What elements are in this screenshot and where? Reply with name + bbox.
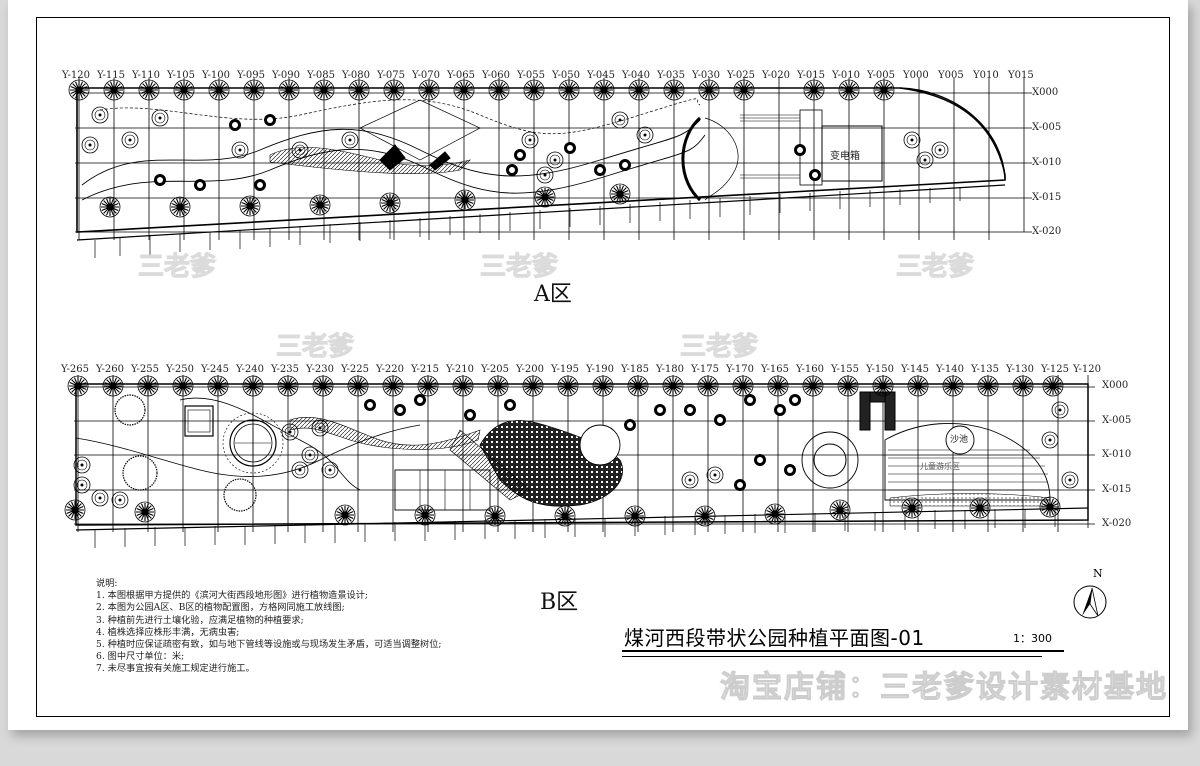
axis-label: Y-120 [1073,364,1101,375]
axis-label: Y-065 [447,70,475,81]
watermark: 三老爹 [479,252,559,283]
playground-label: 儿童游乐区 [920,462,960,471]
drawing-sheet [8,0,1188,730]
north-label: N [1093,567,1103,580]
axis-label: Y-195 [551,364,579,375]
shop-watermark: 淘宝店铺：三老爹设计素材基地 [720,670,1168,706]
axis-label: X000 [1102,380,1129,391]
axis-label: Y-055 [517,70,545,81]
axis-label: Y-250 [166,364,194,375]
axis-label: Y-060 [482,70,510,81]
axis-label: Y-115 [97,70,125,81]
axis-label: Y-265 [61,364,89,375]
design-notes: 说明: 1. 本图根据甲方提供的《滨河大街西段地形图》进行植物造景设计; 2. … [96,578,442,676]
note-item: 1. 本图根据甲方提供的《滨河大街西段地形图》进行植物造景设计; [96,590,369,602]
zone-b-label: B区 [540,590,579,615]
note-item: 7. 未尽事宜按有关施工规定进行施工。 [96,663,255,675]
axis-label: Y-185 [621,364,649,375]
axis-label: Y015 [1008,70,1034,81]
axis-label: Y-200 [516,364,544,375]
axis-label: Y-100 [202,70,230,81]
axis-label: Y-010 [832,70,860,81]
axis-label: Y-225 [341,364,369,375]
axis-label: Y-145 [901,364,929,375]
axis-label: Y-170 [726,364,754,375]
note-item: 2. 本图为公园A区、B区的植物配置图，方格网同施工放线图; [96,602,345,614]
title-underline [622,650,1064,652]
axis-label: X-005 [1032,122,1062,133]
axis-label: Y-040 [622,70,650,81]
axis-label: Y-070 [412,70,440,81]
axis-label: Y-230 [306,364,334,375]
zone-a-label: A区 [534,282,572,307]
axis-label: X-015 [1032,192,1062,203]
axis-label: Y-215 [411,364,439,375]
axis-label: Y000 [903,70,929,81]
axis-label: Y-240 [236,364,264,375]
axis-label: Y-015 [797,70,825,81]
axis-label: Y-075 [377,70,405,81]
axis-label: Y-235 [271,364,299,375]
drawing-frame [36,17,1170,717]
axis-label: X-015 [1102,484,1132,495]
axis-label: Y-220 [376,364,404,375]
axis-label: Y-105 [167,70,195,81]
axis-label: Y-045 [587,70,615,81]
axis-label: Y-140 [936,364,964,375]
axis-label: Y-025 [727,70,755,81]
axis-label: Y-245 [201,364,229,375]
axis-label: Y-110 [132,70,160,81]
axis-label: X-005 [1102,415,1132,426]
axis-label: X-010 [1102,449,1132,460]
watermark: 三老爹 [137,252,217,283]
axis-label: Y-210 [446,364,474,375]
axis-label: X000 [1032,87,1059,98]
axis-label: Y-080 [342,70,370,81]
axis-label: Y-190 [586,364,614,375]
axis-label: Y-095 [237,70,265,81]
axis-label: Y-030 [692,70,720,81]
drawing-title: 煤河西段带状公园种植平面图-01 [624,626,925,650]
axis-label: Y-150 [866,364,894,375]
north-arrow-icon [1073,585,1107,619]
watermark: 三老爹 [275,332,355,363]
axis-label: Y-090 [272,70,300,81]
axis-label: Y-085 [307,70,335,81]
watermark: 三老爹 [679,332,759,363]
axis-label: Y-035 [657,70,685,81]
notes-heading: 说明: [96,578,118,589]
axis-label: Y-135 [971,364,999,375]
sandpit-label: 沙池 [950,435,969,445]
axis-label: Y-120 [62,70,90,81]
axis-label: Y-125 [1041,364,1069,375]
axis-label: X-020 [1102,518,1132,529]
axis-label: Y010 [973,70,999,81]
axis-label: X-010 [1032,157,1062,168]
note-item: 4. 植株选择应株形丰满，无病虫害; [96,626,240,638]
axis-label: Y-020 [762,70,790,81]
note-item: 5. 种植时应保证疏密有致，如与地下管线等设施或与现场发生矛盾，可适当调整树位; [96,639,442,651]
note-item: 6. 图中尺寸单位：米; [96,651,185,663]
watermark: 三老爹 [895,252,975,283]
axis-label: Y-165 [761,364,789,375]
transformer-label: 变电箱 [830,151,860,162]
axis-label: Y-005 [867,70,895,81]
axis-label: Y-255 [131,364,159,375]
drawing-scale: 1：300 [1013,632,1052,645]
axis-label: Y-180 [656,364,684,375]
axis-label: Y-175 [691,364,719,375]
axis-label: Y-155 [831,364,859,375]
axis-label: X-020 [1032,226,1062,237]
note-item: 3. 种植前先进行土壤化验，应满足植物的种植要求; [96,614,304,626]
title-underline-thin [622,656,1042,657]
axis-label: Y-160 [796,364,824,375]
axis-label: Y-130 [1006,364,1034,375]
axis-label: Y-260 [96,364,124,375]
axis-label: Y005 [938,70,964,81]
axis-label: Y-205 [481,364,509,375]
axis-label: Y-050 [552,70,580,81]
